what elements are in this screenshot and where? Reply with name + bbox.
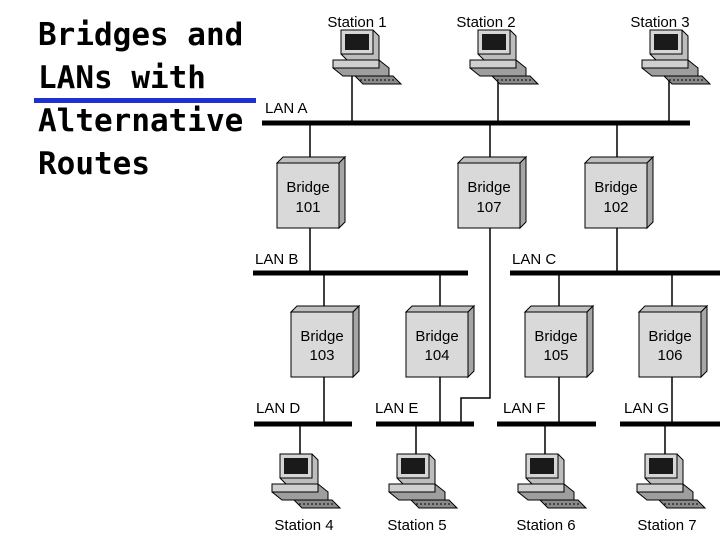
title-line: Routes [38, 146, 150, 182]
lan-label: LAN A [265, 100, 308, 117]
bridge-label: Bridge [594, 179, 637, 196]
bridge-number: 107 [476, 199, 501, 216]
computer-icon [271, 453, 341, 509]
lan-label: LAN G [624, 400, 669, 417]
computer-icon [469, 29, 539, 85]
bridge-number: 105 [543, 347, 568, 364]
station-5: Station 5 [387, 453, 458, 534]
bridge-label: Bridge [467, 179, 510, 196]
wires [299, 76, 673, 458]
bridge-104: Bridge 104 [404, 304, 476, 379]
bridge-number: 104 [424, 347, 449, 364]
lan-label: LAN C [512, 251, 556, 268]
station-3: Station 3 [630, 14, 711, 85]
bridge-number: 102 [603, 199, 628, 216]
bridge-number: 106 [657, 347, 682, 364]
station-1: Station 1 [327, 14, 402, 85]
station-label: Station 2 [456, 14, 515, 31]
bridge-label: Bridge [648, 328, 691, 345]
computer-icon [517, 453, 587, 509]
bridge-label: Bridge [300, 328, 343, 345]
title-underline [34, 98, 256, 103]
bridge-number: 103 [309, 347, 334, 364]
computer-icon [332, 29, 402, 85]
bridge-number: 101 [295, 199, 320, 216]
lan-label: LAN B [255, 251, 298, 268]
station-4: Station 4 [271, 453, 341, 534]
bridge-label: Bridge [534, 328, 577, 345]
bridge-label: Bridge [286, 179, 329, 196]
station-7: Station 7 [636, 453, 706, 534]
bridge-label: Bridge [415, 328, 458, 345]
bridge-103: Bridge 103 [289, 304, 361, 379]
computer-icon [636, 453, 706, 509]
bridge-106: Bridge 106 [637, 304, 709, 379]
station-label: Station 5 [387, 517, 446, 534]
station-label: Station 6 [516, 517, 575, 534]
computer-icon [388, 453, 458, 509]
station-label: Station 1 [327, 14, 386, 31]
title-line: LANs with [38, 60, 206, 96]
computer-icon [641, 29, 711, 85]
station-label: Station 4 [274, 517, 333, 534]
station-2: Station 2 [456, 14, 539, 85]
station-6: Station 6 [516, 453, 587, 534]
title-line: Alternative [38, 103, 244, 139]
lan-label: LAN D [256, 400, 300, 417]
lan-label: LAN E [375, 400, 418, 417]
page-title: Bridges and LANs with Alternative Routes [38, 14, 278, 186]
bridge-107: Bridge 107 [456, 155, 528, 230]
lan-label: LAN F [503, 400, 546, 417]
title-line: Bridges and [38, 17, 244, 53]
station-label: Station 7 [637, 517, 696, 534]
station-label: Station 3 [630, 14, 689, 31]
bridge-101: Bridge 101 [275, 155, 347, 230]
bridge-105: Bridge 105 [523, 304, 595, 379]
bridge-102: Bridge 102 [583, 155, 655, 230]
